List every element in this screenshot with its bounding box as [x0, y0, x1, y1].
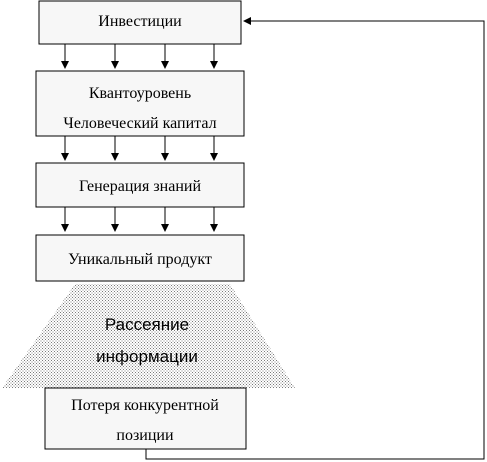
- feedback-loop-arrow: [145, 17, 485, 460]
- node-information-dispersion: Рассеяние информации: [2, 284, 295, 388]
- node-knowledge-generation-box: [35, 162, 245, 208]
- arrows-quantum-to-knowledge: [61, 136, 218, 161]
- node-information-dispersion-line1: Рассеяние: [105, 315, 189, 334]
- node-competitive-loss: Потеря конкурентной позиции: [44, 387, 247, 450]
- node-quantum-level-line1: Квантоуровень: [89, 85, 191, 102]
- node-knowledge-generation: Генерация знаний: [35, 162, 245, 208]
- node-investments-label: Инвестиции: [98, 13, 182, 30]
- node-investments-box: [38, 0, 242, 45]
- node-knowledge-generation-label: Генерация знаний: [79, 178, 201, 195]
- arrows-knowledge-to-product: [61, 207, 218, 232]
- node-competitive-loss-line2: позиции: [116, 427, 174, 444]
- node-unique-product: Уникальный продукт: [35, 234, 245, 282]
- node-quantum-level-box: [35, 70, 245, 137]
- arrows-investments-to-quantum: [61, 44, 218, 69]
- node-quantum-level-line2: Человеческий капитал: [63, 115, 216, 132]
- node-competitive-loss-line1: Потеря конкурентной: [71, 397, 219, 414]
- node-unique-product-label: Уникальный продукт: [68, 251, 212, 268]
- node-unique-product-box: [35, 234, 245, 282]
- node-quantum-level: Квантоуровень Человеческий капитал: [35, 70, 245, 137]
- node-information-dispersion-line2: информации: [96, 347, 198, 366]
- node-investments: Инвестиции: [38, 0, 242, 45]
- dispersion-trapezoid: [2, 284, 295, 388]
